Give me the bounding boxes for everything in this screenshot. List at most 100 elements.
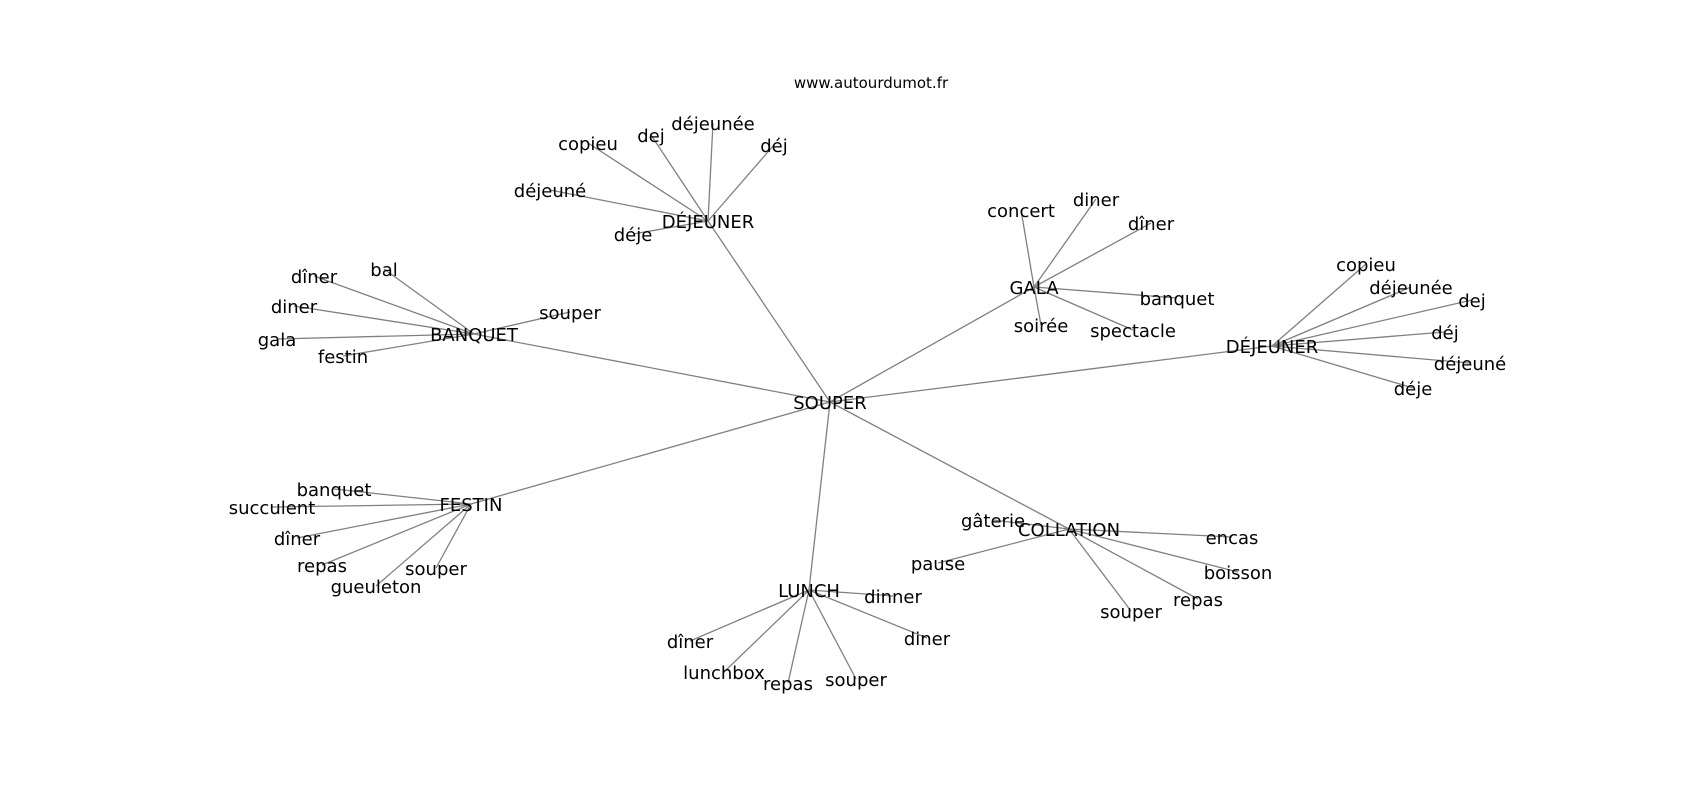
related-word: boisson [1204,563,1273,584]
hub-word: DÉJEUNER [1226,336,1318,358]
edge-hub-to-word [808,589,894,597]
edge-hub-to-word [321,503,472,566]
related-word: copieu [1336,255,1396,276]
related-word: banquet [1140,289,1215,310]
related-word: diner [1073,190,1120,211]
related-word: repas [297,556,347,577]
edge-hub-to-word [1271,263,1367,347]
related-word: encas [1206,528,1259,549]
related-word: déje [614,225,653,246]
edge-hub-to-word [276,333,475,340]
edge-center-to-hub [829,401,1070,530]
related-word: dîner [1128,214,1175,235]
related-word: déj [1431,323,1459,344]
related-word: déjeunée [1369,278,1453,299]
edges [271,122,1473,684]
edge-hub-to-word [689,589,810,642]
edge-hub-to-word [808,589,857,680]
edge-center-to-hub [707,220,831,403]
edge-hub-to-word [1271,345,1414,389]
edge-hub-to-word [1271,331,1446,347]
related-word: diner [271,297,318,318]
edge-hub-to-word [1033,222,1152,288]
edge-center-to-hub [829,345,1273,403]
edge-hub-to-word [549,189,709,222]
source-label: www.autourdumot.fr [794,74,949,92]
edge-hub-to-word [1068,528,1233,538]
related-word: dej [637,126,665,147]
edge-hub-to-word [1068,528,1132,612]
edge-hub-to-word [723,589,810,673]
related-word: diner [904,629,951,650]
edge-center-to-hub [473,333,831,403]
edge-hub-to-word [293,305,475,335]
labels: www.autourdumot.fr SOUPER DÉJEUNER copieu… [229,74,1507,695]
related-word: gala [258,330,297,351]
related-word: déjeunée [671,114,755,135]
edge-hub-to-word [587,142,709,222]
edge-hub-to-word [333,488,472,505]
related-word: souper [539,303,601,324]
related-word: banquet [297,480,372,501]
hub-word: DÉJEUNER [662,211,754,233]
related-word: déje [1394,379,1433,400]
hub-word: GALA [1009,278,1059,299]
edge-hub-to-word [296,503,472,539]
edge-hub-to-word [1033,286,1042,326]
related-word: concert [987,201,1055,222]
related-word: dej [1458,291,1486,312]
edge-hub-to-word [937,528,1070,564]
edge-hub-to-word [808,589,928,639]
related-word: copieu [558,134,618,155]
hub-word: FESTIN [440,495,503,516]
related-word: repas [763,674,813,695]
edge-hub-to-word [342,333,475,357]
related-word: lunchbox [683,663,765,684]
edge-center-to-hub [470,401,831,505]
edge-hub-to-word [1033,198,1097,288]
related-word: gueuleton [331,577,422,598]
related-word: festin [318,347,368,368]
edge-hub-to-word [650,134,709,222]
edge-hub-to-word [271,503,472,508]
edge-hub-to-word [1033,286,1178,299]
edge-hub-to-word [1271,299,1473,347]
related-word: gâterie [961,511,1025,532]
related-word: souper [825,670,887,691]
related-word: souper [405,559,467,580]
related-word: dîner [291,267,338,288]
related-word: bal [370,260,397,281]
edge-hub-to-word [632,220,709,235]
edge-hub-to-word [707,144,775,222]
hub-word: BANQUET [430,325,519,346]
related-word: déj [760,136,788,157]
hub-word: COLLATION [1018,520,1120,541]
edge-hub-to-word [1271,345,1471,364]
related-word: dîner [667,632,714,653]
related-word: pause [911,554,965,575]
edge-hub-to-word [1271,286,1412,347]
center-word: SOUPER [793,393,867,414]
edge-hub-to-word [1020,209,1035,288]
edge-center-to-hub [829,286,1035,403]
edge-hub-to-word [383,268,475,335]
edge-center-to-hub [808,401,831,591]
edge-hub-to-word [1033,286,1134,331]
related-word: spectacle [1090,321,1176,342]
related-word: soirée [1014,316,1069,337]
related-word: dinner [864,587,922,608]
related-word: succulent [229,498,316,519]
edge-hub-to-word [787,589,810,684]
related-word: déjeuné [514,181,586,202]
related-word: repas [1173,590,1223,611]
edge-hub-to-word [435,503,472,569]
hub-word: LUNCH [778,581,840,602]
edge-hub-to-word [707,122,714,222]
edge-hub-to-word [1068,528,1199,600]
edge-hub-to-word [1068,528,1239,573]
edge-hub-to-word [992,519,1070,530]
edge-hub-to-word [375,503,472,587]
edge-hub-to-word [473,311,571,335]
edge-hub-to-word [313,275,475,335]
